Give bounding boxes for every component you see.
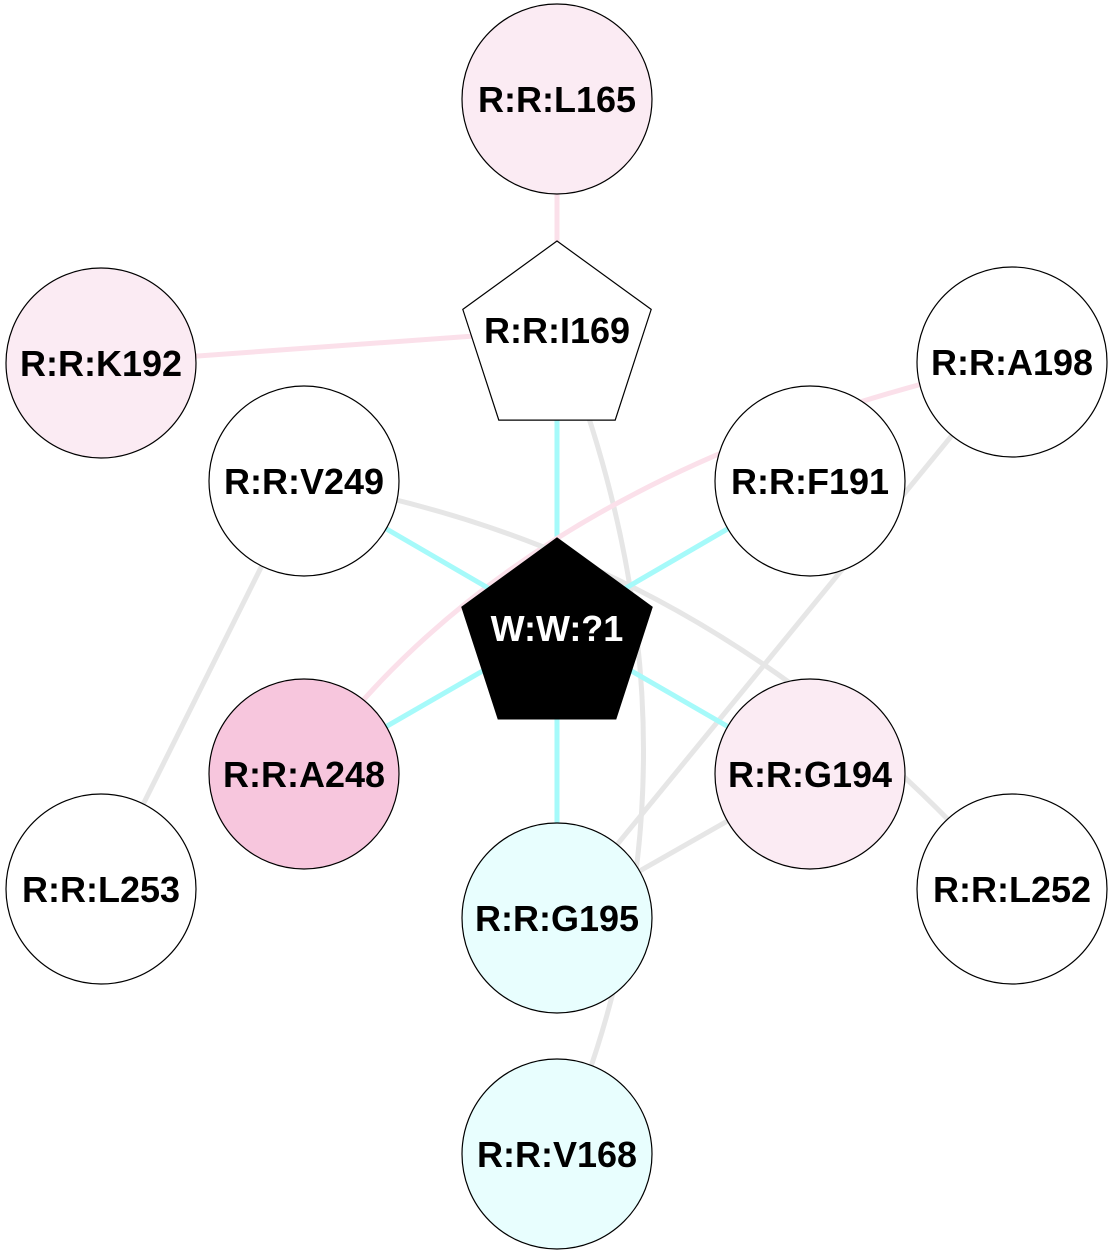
node-label: R:R:G195 <box>475 898 639 939</box>
node-k192[interactable]: R:R:K192 <box>5 267 197 459</box>
node-a198[interactable]: R:R:A198 <box>916 266 1108 458</box>
node-pentagon-shape <box>462 240 652 421</box>
node-l253[interactable]: R:R:L253 <box>5 793 197 985</box>
node-a248[interactable]: R:R:A248 <box>208 678 400 870</box>
node-label: R:R:L253 <box>22 869 180 910</box>
node-label: W:W:?1 <box>491 608 624 649</box>
node-circle-shape <box>461 822 653 1014</box>
node-g195[interactable]: R:R:G195 <box>461 822 653 1014</box>
node-label: R:R:V249 <box>224 461 384 502</box>
node-circle-shape <box>916 266 1108 458</box>
edge-a198-a248 <box>301 359 1013 776</box>
node-circle-shape <box>5 267 197 459</box>
node-f191[interactable]: R:R:F191 <box>714 385 906 577</box>
node-v249[interactable]: R:R:V249 <box>208 385 400 577</box>
node-label: R:R:G194 <box>728 754 892 795</box>
node-pentagon-shape <box>461 537 653 720</box>
node-circle-shape <box>208 678 400 870</box>
node-l252[interactable]: R:R:L252 <box>916 793 1108 985</box>
node-l165[interactable]: R:R:L165 <box>461 3 653 195</box>
node-i169[interactable]: R:R:I169 <box>462 240 652 421</box>
node-circle-shape <box>714 385 906 577</box>
edge-i169-v168 <box>554 329 646 1156</box>
node-circle-shape <box>916 793 1108 985</box>
edge-a198-g195 <box>555 360 1014 920</box>
node-label: R:R:F191 <box>731 461 889 502</box>
node-label: R:R:I169 <box>484 310 630 351</box>
node-v168[interactable]: R:R:V168 <box>461 1058 653 1250</box>
node-circle-shape <box>461 1058 653 1250</box>
node-g194[interactable]: R:R:G194 <box>714 678 906 870</box>
node-circle-shape <box>461 3 653 195</box>
node-circle-shape <box>208 385 400 577</box>
node-label: R:R:L165 <box>478 79 636 120</box>
node-label: R:R:K192 <box>20 343 182 384</box>
node-circle-shape <box>714 678 906 870</box>
node-label: R:R:A248 <box>223 754 385 795</box>
node-circle-shape <box>5 793 197 985</box>
node-label: R:R:L252 <box>933 869 1091 910</box>
node-label: R:R:A198 <box>931 342 1093 383</box>
node-label: R:R:V168 <box>477 1134 637 1175</box>
node-w1[interactable]: W:W:?1 <box>461 537 653 720</box>
edge-v249-l252 <box>303 478 1014 891</box>
